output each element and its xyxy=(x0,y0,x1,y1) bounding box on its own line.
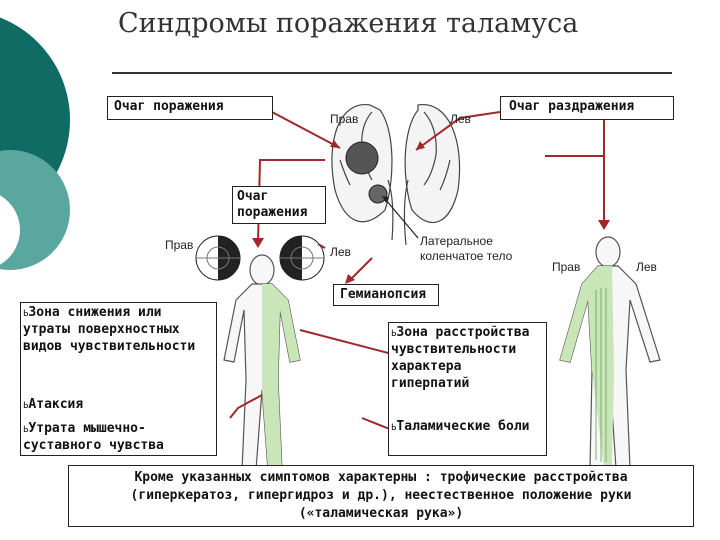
lateral-body-pointer-head xyxy=(382,196,389,203)
title-underline xyxy=(112,72,672,74)
symptom-proprioception-loss: ЬУтрата мышечно-суставного чувства xyxy=(23,421,164,453)
label-left-figure: Лев xyxy=(636,260,657,274)
right-symptoms-box: ЬЗона расстройства чувствительности хара… xyxy=(388,322,547,456)
white-circle xyxy=(0,195,20,265)
lesion-shaded-side xyxy=(262,284,300,470)
page-title: Синдромы поражения таламуса xyxy=(118,8,579,39)
symptom-sensory-loss: ЬЗона снижения или утраты поверхностных … xyxy=(23,305,196,354)
lateral-geniculate-dot xyxy=(368,184,388,204)
irritation-focus-box: Очаг раздражения xyxy=(500,96,674,120)
irritation-stripes xyxy=(595,288,607,462)
label-right-mid: Прав xyxy=(165,238,194,252)
thalamus-lesion-dot xyxy=(345,141,379,175)
symptom-ataxia: ЬАтаксия xyxy=(23,397,84,412)
lesion-focus-box: Очаг поражения xyxy=(107,96,273,120)
footer-note-box: Кроме указанных симптомов характерны : т… xyxy=(68,465,694,527)
label-left-top: Лев xyxy=(450,112,471,126)
label-right-figure: Прав xyxy=(552,260,581,274)
arrowheads xyxy=(252,140,610,284)
visual-field-right xyxy=(279,235,325,281)
left-symptoms-box: ЬЗона снижения или утраты поверхностных … xyxy=(20,302,217,456)
symptom-hyperpathia: ЬЗона расстройства чувствительности хара… xyxy=(391,325,530,391)
irritation-shaded-side xyxy=(560,266,614,468)
label-lateral-geniculate-body: Латеральное коленчатое тело xyxy=(420,234,513,263)
lateral-body-pointer xyxy=(385,199,419,239)
hemianopsia-box: Гемианопсия xyxy=(333,284,439,306)
visual-field-left xyxy=(195,235,241,281)
label-left-mid: Лев xyxy=(330,245,351,259)
label-right-top: Прав xyxy=(330,112,359,126)
lesion-focus-box-2: Очаг поражения xyxy=(232,186,326,224)
symptom-thalamic-pain: ЬТаламические боли xyxy=(391,419,530,434)
